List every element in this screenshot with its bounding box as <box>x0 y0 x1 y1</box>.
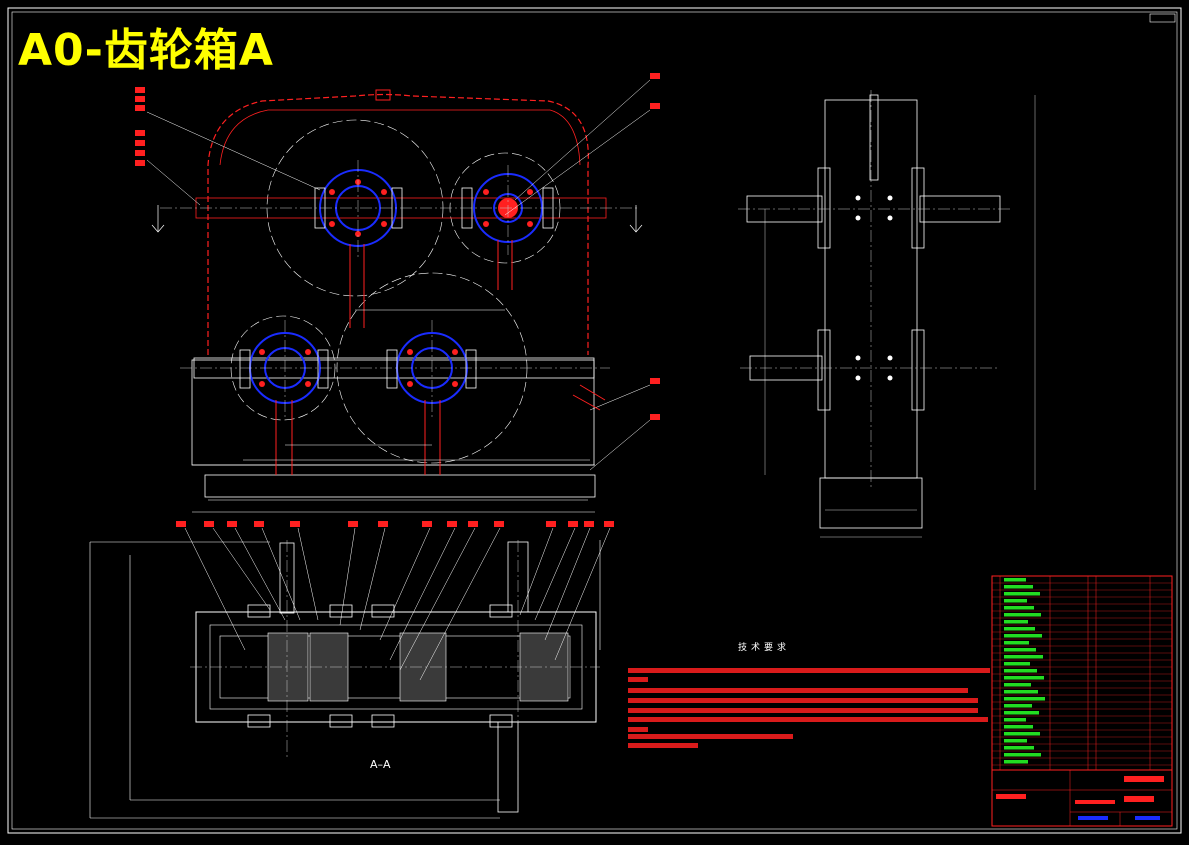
tech-requirements-title: 技术要求 <box>738 643 791 653</box>
shaft-icon <box>193 357 595 379</box>
inner-border <box>11 11 1178 830</box>
housing-cover <box>207 93 589 355</box>
parts-list <box>991 575 1173 827</box>
section-label: A–A <box>370 758 391 771</box>
side-view <box>738 90 1036 538</box>
housing-base <box>204 474 596 498</box>
section-view <box>89 521 614 819</box>
drawing-title: A0-齿轮箱A <box>18 25 274 76</box>
outer-border <box>7 7 1182 834</box>
front-view <box>135 73 660 513</box>
housing-cover-inner <box>219 109 581 166</box>
corner-box <box>1149 13 1176 23</box>
